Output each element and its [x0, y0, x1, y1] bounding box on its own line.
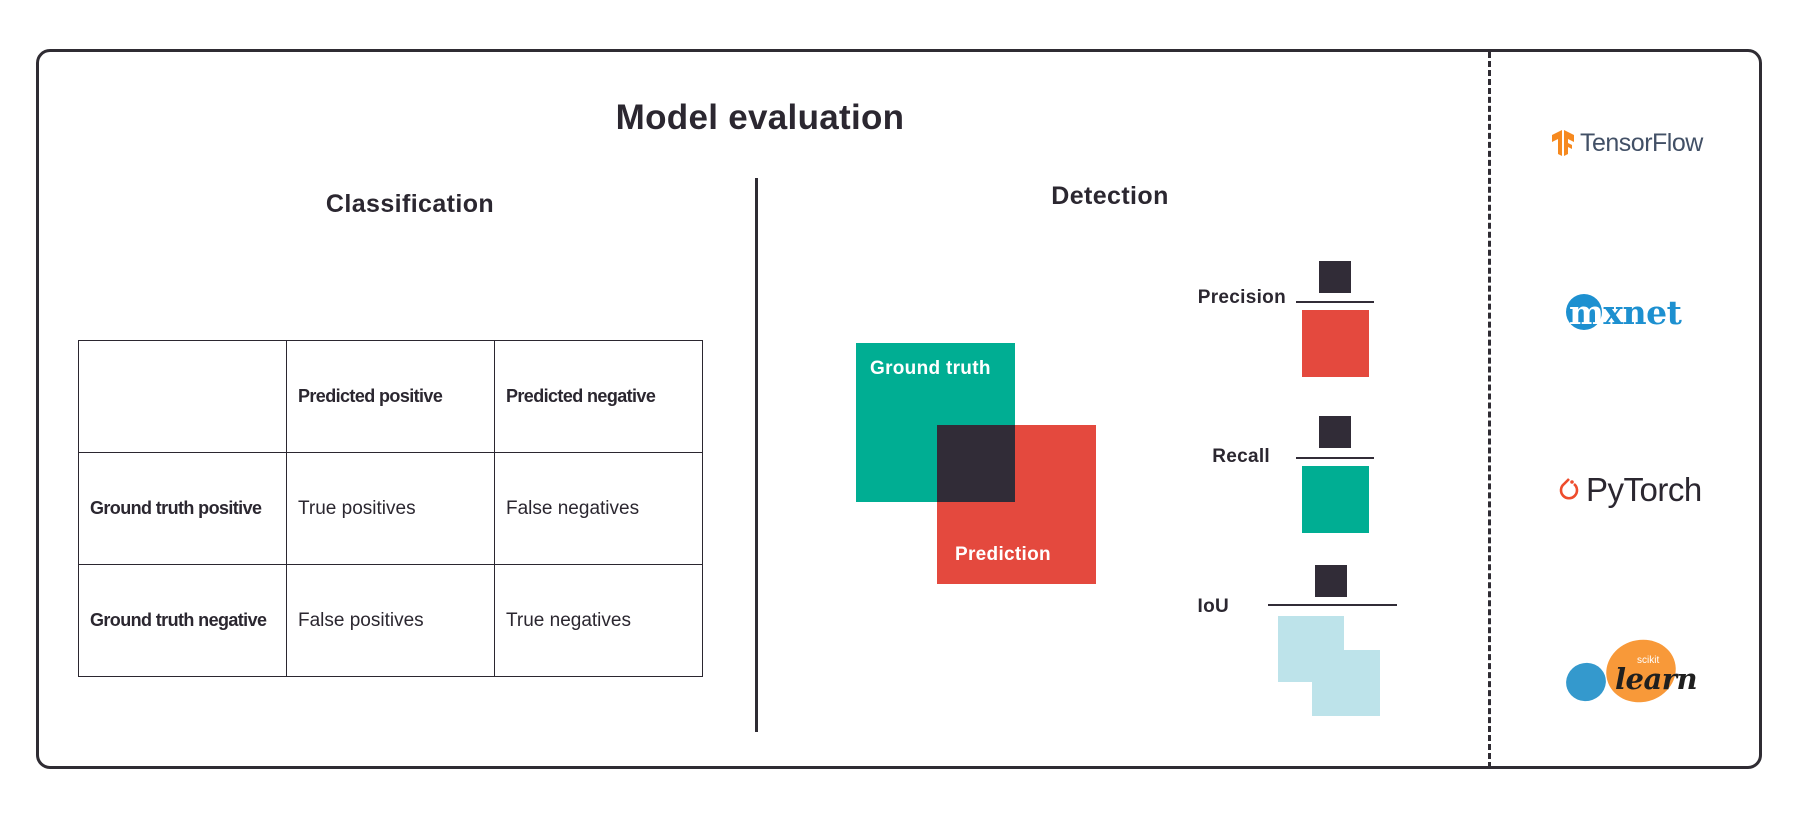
dashed-divider — [1488, 52, 1491, 768]
tensorflow-wordmark: TensorFlow — [1580, 128, 1703, 157]
pytorch-flame-icon — [1559, 478, 1579, 500]
sklearn-blobs-icon — [1566, 639, 1676, 703]
confusion-matrix: Predicted positive Predicted negative Gr… — [78, 340, 703, 677]
pytorch-logo: PyTorch — [1557, 470, 1702, 510]
sklearn-logo: scikit learn — [1560, 636, 1698, 706]
cell-false-negatives: False negatives — [494, 452, 703, 565]
table-row: Ground truth negative False positives Tr… — [78, 564, 703, 677]
table-header-predicted-negative: Predicted negative — [494, 340, 703, 453]
mxnet-wordmark-m: m — [1569, 292, 1604, 332]
prediction-label: Prediction — [955, 544, 1051, 565]
precision-numerator — [1319, 261, 1351, 293]
mxnet-wordmark: mxnet — [1569, 292, 1682, 332]
sklearn-learn-text: learn — [1615, 662, 1698, 696]
recall-fraction-bar — [1296, 457, 1374, 459]
mxnet-badge-icon — [1566, 294, 1602, 330]
tensorflow-icon — [1552, 130, 1574, 156]
iou-label: IoU — [1197, 596, 1229, 617]
detection-title: Detection — [1051, 182, 1169, 210]
sklearn-scikit-text: scikit — [1637, 655, 1660, 666]
recall-label: Recall — [1212, 446, 1270, 467]
precision-denominator — [1302, 310, 1369, 377]
recall-numerator — [1319, 416, 1351, 448]
iou-numerator — [1315, 565, 1347, 597]
ground-truth-label: Ground truth — [870, 358, 991, 379]
precision-fraction-bar — [1296, 301, 1374, 303]
section-divider — [755, 178, 758, 732]
iou-union-shape — [1278, 616, 1380, 716]
cell-true-negatives: True negatives — [494, 564, 703, 677]
mxnet-wordmark-rest: xnet — [1603, 292, 1682, 332]
iou-fraction-bar — [1268, 604, 1397, 606]
diagram-frame — [36, 49, 1762, 769]
table-header-empty — [78, 340, 287, 453]
tensorflow-logo: TensorFlow — [1550, 128, 1703, 158]
recall-denominator — [1302, 466, 1369, 533]
row-label-ground-truth-negative: Ground truth negative — [78, 564, 287, 677]
cell-false-positives: False positives — [286, 564, 495, 677]
classification-title: Classification — [325, 190, 495, 218]
table-row: Ground truth positive True positives Fal… — [78, 452, 703, 565]
intersection-box — [937, 425, 1015, 502]
pytorch-wordmark: PyTorch — [1586, 471, 1702, 508]
page-title: Model evaluation — [615, 98, 905, 137]
mxnet-logo: mxnet — [1566, 290, 1682, 334]
precision-label: Precision — [1197, 287, 1286, 308]
